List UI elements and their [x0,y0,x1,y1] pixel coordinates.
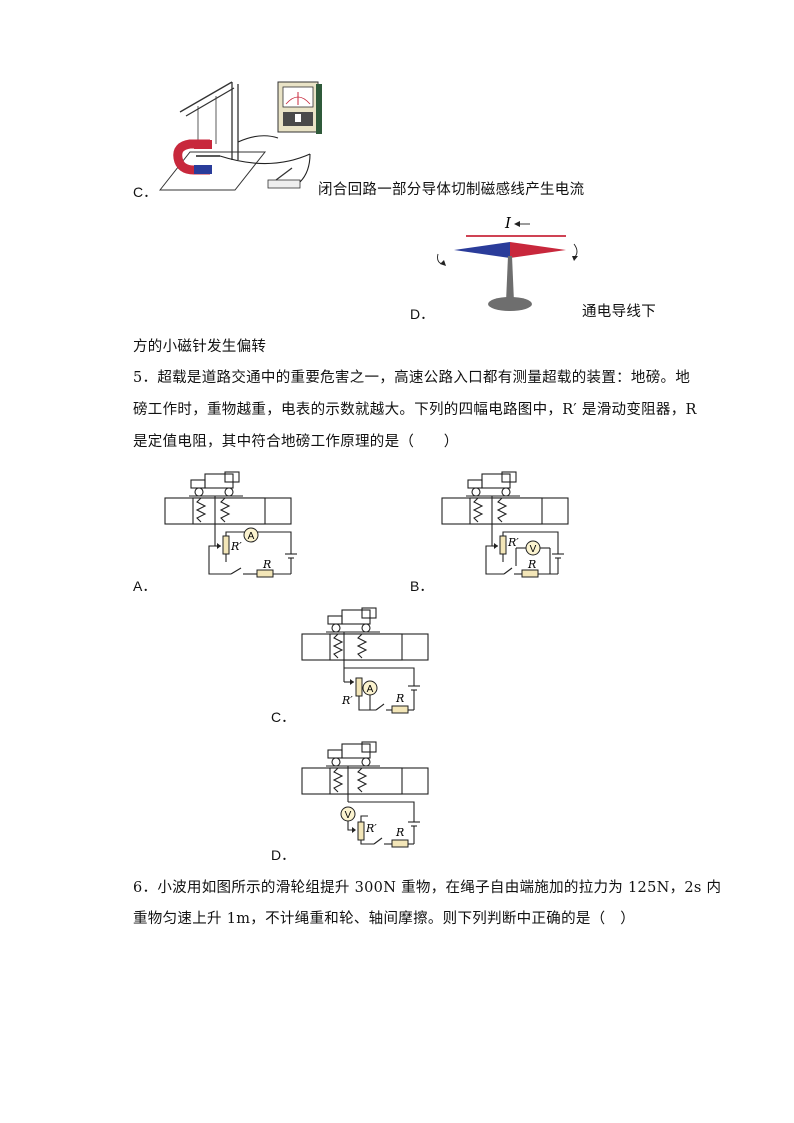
option-d-letter: D． [410,306,435,322]
resistor-label: R [527,558,536,571]
resistor-label: R [262,558,271,571]
rheostat-label: R′ [230,540,242,553]
galvanometer-setup-figure [158,81,322,191]
rheostat-label: R′ [341,694,353,707]
question5-line1: 5．超载是道路交通中的重要危害之一，高速公路入口都有测量超载的装置：地磅。地 [133,370,691,386]
option-d-letter: D． [271,847,296,863]
ammeter-symbol: A [248,531,255,542]
circuit-c: A R′ R [301,607,429,714]
option-c-caption: 闭合回路一部分导体切制磁感线产生电流 [318,182,585,198]
current-label: I [504,214,512,232]
rheostat-label: R′ [507,536,519,549]
question6-line2: 重物匀速上升 1m，不计绳重和轮、轴间摩擦。则下列判断中正确的是（ ） [133,911,636,927]
option-d-caption-part1: 通电导线下 [582,304,656,320]
option-c-letter: C． [133,184,158,200]
option-b-letter: B． [410,578,434,594]
resistor-label: R [395,826,404,839]
circuit-a: A R′ R [164,471,297,578]
resistor-label: R [395,692,404,705]
ammeter-symbol: A [367,684,374,695]
option-a-letter: A． [133,578,157,594]
question5-line2: 磅工作时，重物越重，电表的示数就越大。下列的四幅电路图中，R′ 是滑动变阻器，R [133,402,697,418]
circuit-d: V R′ R [301,741,429,848]
voltmeter-symbol: V [530,544,537,555]
rheostat-label: R′ [365,822,377,835]
question6-line1: 6．小波用如图所示的滑轮组提升 300N 重物，在绳子自由端施加的拉力为 125… [133,880,722,896]
question5-line3: 是定值电阻，其中符合地磅工作原理的是（ ） [133,434,459,450]
compass-needle-figure: I [437,214,578,311]
voltmeter-symbol: V [345,810,352,821]
circuit-b: V R′ R [441,471,569,578]
option-d-caption-part2: 方的小磁针发生偏转 [133,339,267,355]
option-c-letter: C． [271,709,296,725]
